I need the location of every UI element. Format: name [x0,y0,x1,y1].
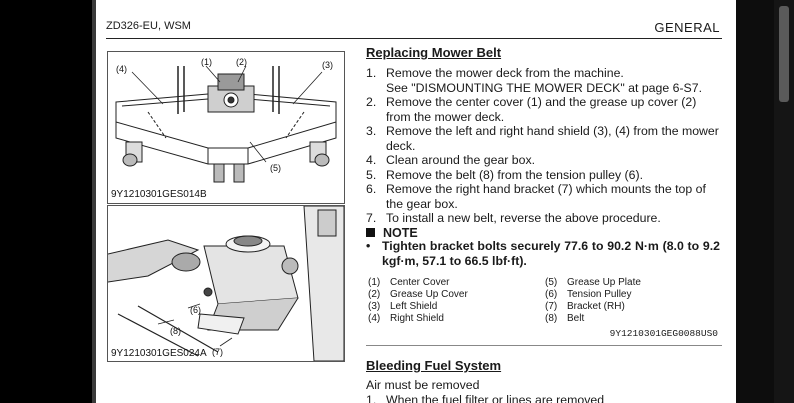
callout-5: (5) [270,163,281,173]
legend-label: Right Shield [390,313,444,324]
callout-7: (7) [212,347,223,357]
bleeding-intro: Air must be removed [366,378,480,392]
legend-label: Bracket (RH) [567,301,625,312]
figure1-code: 9Y1210301GES014B [111,189,207,200]
figure-gear-box: (6) (8) (7) 9Y1210301GES024A [107,205,345,362]
legend-label: Left Shield [390,301,438,312]
legend-item: (8) Belt [545,313,641,325]
legend-number: (2) [368,289,381,300]
step-text: Remove the left and right hand shield (3… [386,124,719,153]
header-model: ZD326-EU, WSM [106,20,191,32]
step-text: See "DISMOUNTING THE MOWER DECK" at page… [386,80,703,95]
document-code: 9Y1210301GEG0088US0 [609,328,718,339]
legend-right: (5) Grease Up Plate (6) Tension Pulley (7)… [545,277,641,325]
header-rule [106,38,722,39]
legend-label: Grease Up Plate [567,277,641,288]
step-item: 3. Remove the left and right hand shield … [366,124,722,153]
legend-item: (6) Tension Pulley [545,289,641,301]
mower-deck-illustration [115,65,337,183]
legend-item: (5) Grease Up Plate [545,277,641,289]
legend-number: (6) [545,289,558,300]
legend-label: Belt [567,313,585,324]
manual-page: ZD326-EU, WSM GENERAL [96,0,736,403]
scrollbar-thumb[interactable] [779,6,789,102]
callout-4: (4) [116,64,127,74]
step-item: 1. Remove the mower deck from the machine… [366,66,722,81]
step-number: 5. [366,167,377,182]
section-title-replacing: Replacing Mower Belt [366,45,502,60]
step-number: 7. [366,211,377,225]
note-body: • Tighten bracket bolts securely 77.6 to… [366,239,720,269]
bleeding-step: 1. When the fuel filter or lines are rem… [366,393,604,403]
legend-number: (8) [545,313,558,324]
step-number: 3. [366,124,377,138]
section-divider [366,345,722,346]
legend-label: Tension Pulley [567,289,632,300]
note-square-icon [366,228,375,237]
callout-3: (3) [322,60,333,70]
step-number: 2. [366,95,377,109]
legend-item: (1) Center Cover [368,277,468,289]
viewer-left-border [92,0,96,403]
legend-number: (7) [545,301,558,312]
step-text: Remove the belt (8) from the tension pul… [386,167,643,182]
legend-item: (4) Right Shield [368,313,468,325]
step-number: 1. [366,66,377,80]
step-text: Remove the mower deck from the machine. [386,66,624,80]
step-item: 2. Remove the center cover (1) and the gr… [366,95,722,124]
step-item: 6. Remove the right hand bracket (7) whic… [366,182,722,211]
step-number: 1. [366,393,377,403]
legend-number: (1) [368,277,381,288]
legend-label: Center Cover [390,277,450,288]
callout-6: (6) [190,305,201,315]
legend-label: Grease Up Cover [390,289,468,300]
step-text: To install a new belt, reverse the above… [386,211,661,225]
figure2-code: 9Y1210301GES024A [111,348,207,359]
step-text: Remove the center cover (1) and the grea… [386,95,697,124]
step-text: Remove the right hand bracket (7) which … [386,182,706,211]
bullet-icon: • [366,239,371,253]
gear-box-illustration [108,206,344,361]
legend-item: (2) Grease Up Cover [368,289,468,301]
section-title-bleeding: Bleeding Fuel System [366,358,502,373]
legend-item: (3) Left Shield [368,301,468,313]
vertical-scrollbar[interactable] [774,0,794,403]
note-text: Tighten bracket bolts securely 77.6 to 9… [382,239,720,268]
legend-number: (4) [368,313,381,324]
step-number: 6. [366,182,377,196]
step-item: 4. Clean around the gear box. [366,153,722,168]
step-item: 7. To install a new belt, reverse the abo… [366,211,722,226]
note-label: NOTE [383,226,418,240]
header-section: GENERAL [654,20,720,35]
callout-8: (8) [170,326,181,336]
callout-1: (1) [201,57,212,67]
step-text: Clean around the gear box. [386,153,536,167]
step-list: 1. Remove the mower deck from the machine… [366,66,722,226]
viewer-right-margin [736,0,774,403]
step-text: When the fuel filter or lines are remove… [386,393,605,403]
step-number [366,81,386,96]
callout-2: (2) [236,57,247,67]
step-item: 5. Remove the belt (8) from the tension p… [366,168,722,183]
figure-mower-deck: (4) (1) (2) (3) (5) 9Y1210301GES014B [107,51,345,204]
legend-number: (3) [368,301,381,312]
legend-number: (5) [545,277,558,288]
legend-item: (7) Bracket (RH) [545,301,641,313]
note-heading: NOTE [366,226,418,240]
step-item: See "DISMOUNTING THE MOWER DECK" at page… [366,81,722,96]
legend-left: (1) Center Cover (2) Grease Up Cover (3) Le… [368,277,468,325]
step-number: 4. [366,153,377,167]
